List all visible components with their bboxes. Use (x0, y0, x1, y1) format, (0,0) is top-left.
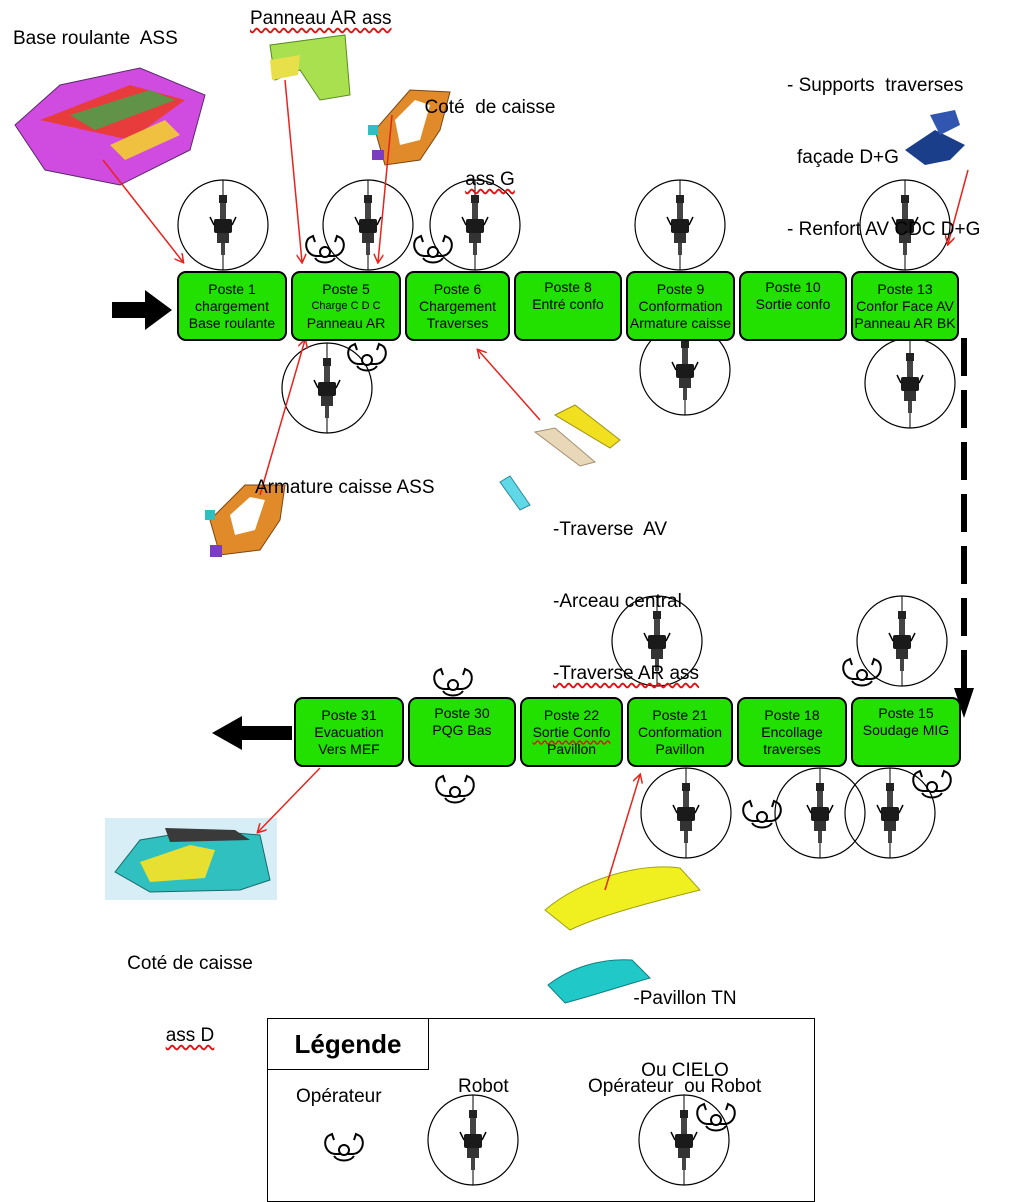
label-traverses: -Traverse AV -Arceau central -Traverse A… (553, 519, 700, 684)
armature-caisse-image (205, 484, 286, 557)
robot-icon (177, 179, 269, 271)
operator-icon (842, 658, 882, 687)
cote-g-image (368, 89, 451, 166)
entry-arrow (112, 290, 172, 330)
robot-icon (281, 342, 373, 434)
legend-title: Légende (267, 1018, 429, 1070)
pavillon-image (544, 866, 701, 1004)
cote-d-image (105, 818, 277, 900)
robot-icon (774, 767, 866, 859)
supports-traverses-image (905, 110, 965, 165)
label-pavillon: -Pavillon TN Ou CIELO (633, 988, 737, 1081)
legend-robot-label: Robot (458, 1076, 509, 1097)
label-panneau-ar: Panneau AR ass (250, 8, 392, 29)
label-cote-g: Coté de caisse ass G (424, 97, 556, 190)
label-armature: Armature caisse ASS (255, 477, 435, 498)
robot-icon (864, 337, 956, 429)
operator-icon (433, 668, 473, 697)
robot-icon (640, 767, 732, 859)
traverses-image (499, 404, 621, 511)
legend-operator-label: Opérateur (296, 1086, 382, 1107)
label-base-roulante: Base roulante ASS (13, 28, 178, 49)
legend-operator-or-robot-label: Opérateur ou Robot (588, 1076, 762, 1097)
robot-icon (634, 179, 726, 271)
exit-arrow (212, 716, 292, 750)
operator-icon (912, 770, 952, 799)
base-roulante-image (14, 67, 206, 186)
robot-icon (844, 767, 936, 859)
panneau-ar-image (269, 34, 351, 101)
robot-icon (856, 595, 948, 687)
label-supports: - Supports traverses façade D+G - Renfor… (787, 75, 981, 240)
operator-icon (435, 775, 475, 804)
label-cote-d: Coté de caisse ass D (127, 953, 253, 1046)
transfer-arrowhead (954, 688, 974, 718)
